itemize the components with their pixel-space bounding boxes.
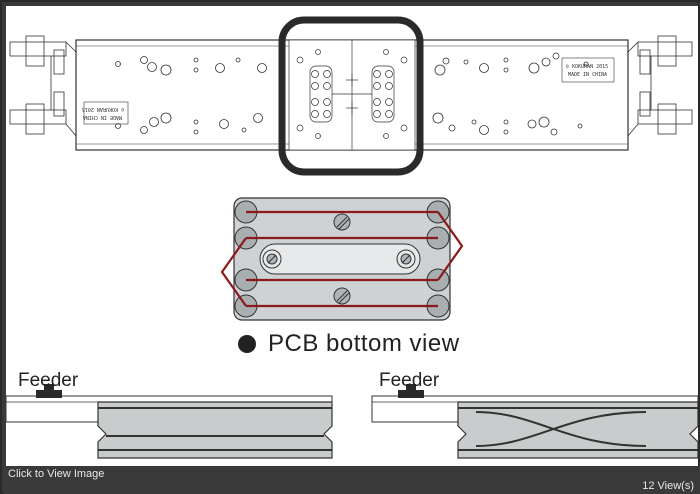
track-left <box>6 384 333 459</box>
view-count: 12 View(s) <box>642 480 694 492</box>
image-canvas[interactable]: MADE IN CHINA © KOKURAN 2015 © KOKURAN 2… <box>6 6 698 466</box>
pcb-highlight-box <box>278 16 424 176</box>
svg-text:© KOKURAN 2015: © KOKURAN 2015 <box>82 106 124 112</box>
turnout-diagram: MADE IN CHINA © KOKURAN 2015 © KOKURAN 2… <box>6 16 698 459</box>
pcb-caption-text: PCB bottom view <box>268 330 460 357</box>
chassis-underside: MADE IN CHINA © KOKURAN 2015 © KOKURAN 2… <box>9 16 693 176</box>
chassis-print-left: MADE IN CHINA © KOKURAN 2015 <box>82 101 129 125</box>
feeder-label-right: Feeder <box>379 370 440 391</box>
pcb-wiring <box>220 210 464 308</box>
svg-text:MADE IN CHINA: MADE IN CHINA <box>83 114 122 120</box>
left-coupler <box>9 35 77 137</box>
view-count-suffix: View(s) <box>657 480 694 492</box>
svg-text:© KOKURAN 2015: © KOKURAN 2015 <box>566 64 608 70</box>
pcb-bottom-view <box>220 197 464 321</box>
feeder-label-left: Feeder <box>18 370 79 391</box>
chassis-holes-right <box>432 52 589 136</box>
svg-text:MADE IN CHINA: MADE IN CHINA <box>568 72 607 78</box>
view-count-number: 12 <box>642 480 655 492</box>
bullet-icon <box>238 335 256 353</box>
pcb-caption: PCB bottom view <box>238 329 460 359</box>
screw-holes <box>262 213 416 305</box>
track-right <box>371 384 698 459</box>
viewer-footer: Click to View Image 12 View(s) <box>4 466 700 494</box>
click-to-view-link[interactable]: Click to View Image <box>8 468 105 480</box>
chassis-print-right: © KOKURAN 2015 MADE IN CHINA <box>561 57 615 83</box>
chassis-center-pcb <box>288 39 416 151</box>
chassis-holes-left <box>115 56 267 135</box>
right-coupler <box>627 35 693 137</box>
